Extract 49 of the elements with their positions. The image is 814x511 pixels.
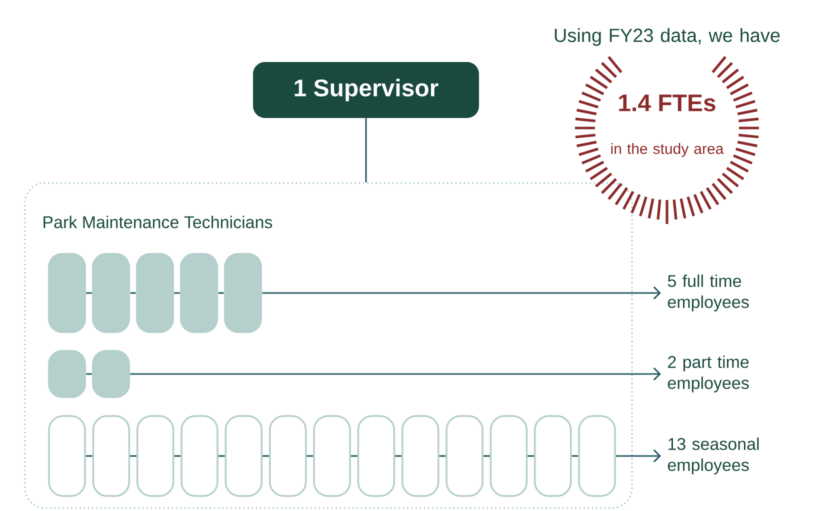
employee-pill <box>224 415 263 497</box>
arrow <box>616 449 661 463</box>
connector-line <box>174 455 181 457</box>
connector-line <box>572 455 578 457</box>
connector-line <box>528 455 534 457</box>
connector-line <box>86 292 92 294</box>
employee-pill <box>357 415 396 497</box>
employee-pill <box>92 350 130 398</box>
connector-line <box>218 455 225 457</box>
employee-pill <box>578 415 616 497</box>
employee-pill <box>180 253 218 333</box>
connector-line <box>439 455 446 457</box>
connector-line <box>130 455 136 457</box>
employee-pill <box>180 415 218 497</box>
employee-pill <box>92 415 130 497</box>
fte-value: 1.4 FTEs <box>619 94 716 112</box>
employee-pill <box>48 253 86 333</box>
group-heading: Park Maintenance Technicians <box>44 216 272 228</box>
employee-pill <box>313 415 351 497</box>
connector-line <box>86 455 92 457</box>
employee-pill <box>446 415 484 497</box>
count-label: 5 full time employees <box>668 274 749 312</box>
connector-line <box>395 455 402 457</box>
fte-caption: in the study area <box>611 143 724 157</box>
connector-line <box>86 373 92 375</box>
arrow <box>262 286 661 300</box>
employee-pill <box>224 253 262 333</box>
employee-pill <box>490 415 528 497</box>
employee-pill <box>92 253 130 333</box>
supervisor-box: 1 Supervisor <box>253 62 479 118</box>
connector-line <box>174 292 180 294</box>
employee-pill <box>401 415 440 497</box>
connector-line <box>262 455 269 457</box>
connector-line <box>483 455 490 457</box>
connector-line <box>306 455 314 457</box>
employee-pill <box>48 415 86 497</box>
count-label: 13 seasonal employees <box>668 438 759 474</box>
employee-pill <box>268 415 307 497</box>
connector-line <box>350 455 358 457</box>
count-label: 2 part time employees <box>668 356 749 392</box>
employee-pill <box>48 350 86 398</box>
connector-line <box>218 292 224 294</box>
employee-pill <box>534 415 572 497</box>
ring-heading: Using FY23 data, we have <box>554 28 780 46</box>
employee-pill <box>136 415 174 497</box>
employee-pill <box>136 253 174 333</box>
connector-line <box>365 118 367 182</box>
arrow <box>130 367 661 381</box>
connector-line <box>130 292 136 294</box>
